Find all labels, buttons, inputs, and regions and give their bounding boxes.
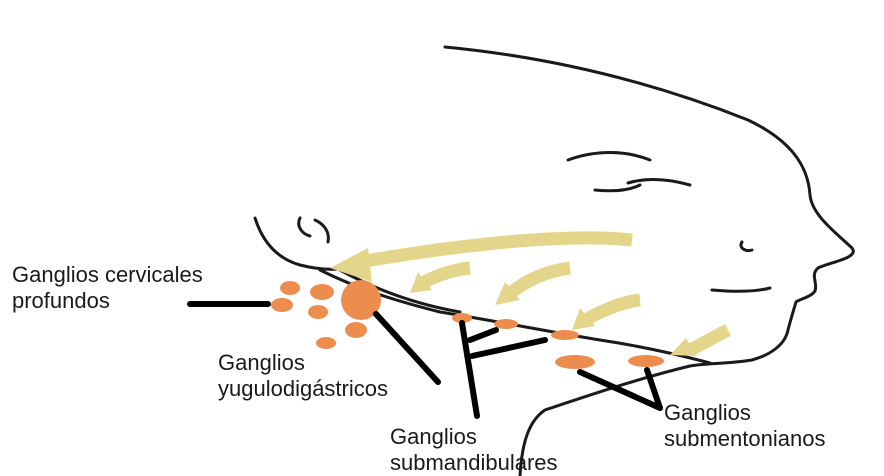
label-submentonianos-line1: Ganglios [664, 400, 825, 426]
drainage-arrow-3 [585, 300, 640, 320]
eye [595, 179, 690, 190]
skull-profile [445, 47, 853, 366]
label-submentonianos-line2: submentonianos [664, 426, 825, 452]
label-yugulodigastricos-line1: Ganglios [218, 350, 388, 376]
label-ganglios-cervicales-profundos: Ganglios cervicales profundos [12, 262, 203, 314]
drainage-arrow-1 [420, 268, 470, 285]
ear-inner [299, 218, 329, 242]
drainage-arrow-4 [690, 330, 728, 350]
ear-outer [255, 218, 355, 269]
label-cervicales-line2: profundos [12, 288, 203, 314]
label-submandibulares-line1: Ganglios [390, 424, 558, 450]
label-ganglios-yugulodigastricos: Ganglios yugulodigástricos [218, 350, 388, 402]
nostril [741, 242, 752, 251]
node-submandibular-3 [551, 330, 579, 340]
node-cervical-1 [280, 281, 300, 295]
mouth-line [712, 288, 770, 291]
label-ganglios-submentonianos: Ganglios submentonianos [664, 400, 825, 452]
node-cervical-3 [271, 298, 293, 312]
label-cervicales-line1: Ganglios cervicales [12, 262, 203, 288]
node-cervical-6 [316, 337, 336, 349]
node-cervical-5 [345, 322, 367, 338]
node-submental-1 [555, 355, 595, 369]
drainage-arrow-upper [360, 238, 632, 262]
node-cervical-4 [308, 305, 328, 319]
pointer-submandibulares-branch [470, 330, 545, 356]
label-yugulodigastricos-line2: yugulodigástricos [218, 376, 388, 402]
node-cervical-2 [310, 284, 334, 300]
eyebrow [568, 153, 650, 161]
drainage-arrow-2 [508, 268, 570, 295]
label-ganglios-submandibulares: Ganglios submandibulares [390, 424, 558, 476]
node-submental-2 [628, 355, 664, 367]
label-submandibulares-line2: submandibulares [390, 450, 558, 476]
